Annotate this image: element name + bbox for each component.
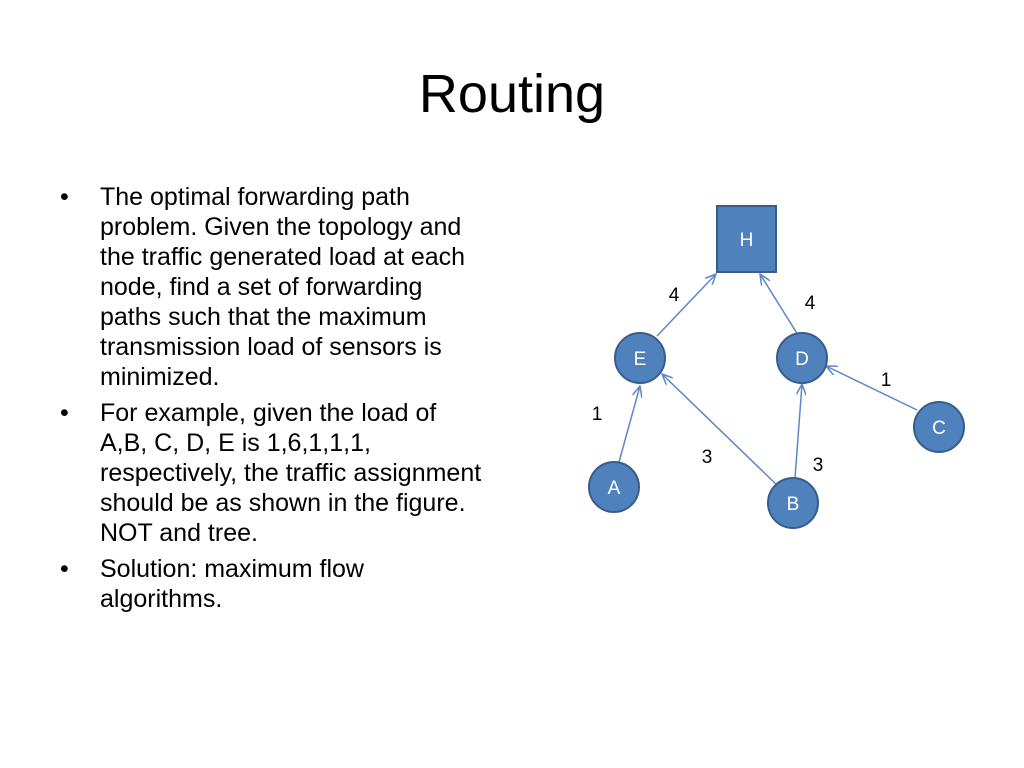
node-d-label: D (795, 349, 809, 370)
node-d: D (776, 332, 828, 384)
node-h: H (716, 205, 777, 273)
node-a: A (588, 461, 640, 513)
edge-a-e (618, 386, 640, 463)
slide-title: Routing (418, 64, 606, 124)
bullet-item: • The optimal forwarding path problem. G… (58, 182, 488, 392)
node-e-label: E (634, 349, 647, 370)
bullet-item: • Solution: maximum flow algorithms. (58, 554, 488, 614)
node-e: E (614, 332, 666, 384)
edge-e-h (656, 274, 716, 337)
edge-d-h (760, 274, 799, 336)
weight-e-h: 4 (669, 285, 680, 306)
weight-a-e: 1 (592, 404, 603, 425)
node-a-label: A (608, 478, 621, 499)
edge-b-e (662, 374, 781, 489)
node-e-shape (614, 332, 666, 384)
node-c: C (913, 401, 965, 453)
node-c-label: C (932, 418, 946, 439)
weight-b-e: 3 (702, 447, 713, 468)
bullet-list: • The optimal forwarding path problem. G… (58, 182, 488, 620)
edge-c-d (826, 366, 918, 411)
bullet-dot-icon: • (60, 555, 69, 583)
node-d-shape (776, 332, 828, 384)
node-b: B (767, 477, 819, 529)
node-b-label: B (787, 494, 800, 515)
node-h-label: H (740, 230, 754, 251)
weight-c-d: 1 (881, 370, 892, 391)
bullet-dot-icon: • (60, 399, 69, 427)
bullet-dot-icon: • (60, 183, 69, 211)
node-c-shape (913, 401, 965, 453)
bullet-item: • For example, given the load of A,B, C,… (58, 398, 488, 548)
weight-d-h: 4 (805, 293, 816, 314)
bullet-text: For example, given the load of A,B, C, D… (100, 399, 482, 547)
edge-b-d (794, 384, 802, 479)
bullet-text: Solution: maximum flow algorithms. (100, 555, 364, 613)
node-h-shape (716, 205, 777, 273)
node-a-shape (588, 461, 640, 513)
node-b-shape (767, 477, 819, 529)
weight-b-d: 3 (813, 455, 824, 476)
bullet-text: The optimal forwarding path problem. Giv… (100, 183, 466, 391)
